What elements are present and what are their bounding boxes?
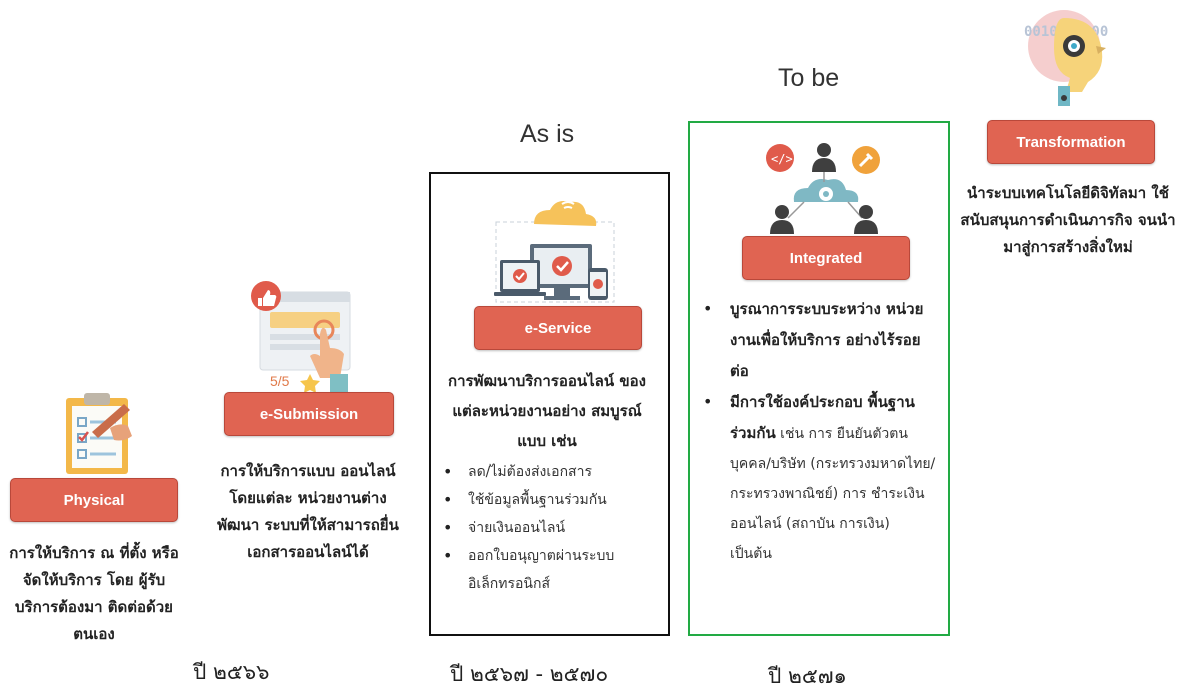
physical-badge: Physical [10, 478, 178, 522]
esubmission-description: การให้บริการแบบ ออนไลน์ โดยแต่ละ หน่วยงา… [217, 462, 399, 561]
eservice-badge: e-Service [474, 306, 642, 350]
integrated-bullet-1-bold: บูรณาการระบบระหว่าง หน่วยงานเพื่อให้บริก… [730, 300, 924, 380]
web-form-thumbs-up-icon: 5/5 [251, 281, 351, 393]
year-2567-2570: ปี ๒๕๖๗ - ๒๕๗๐ [450, 662, 609, 686]
transformation-description: นำระบบเทคโนโลยีดิจิทัลมา ใช้สนับสนุนการด… [960, 184, 1176, 256]
eservice-icon-group [484, 196, 624, 308]
integrated-icon-group: </> [760, 138, 888, 238]
integrated-bullet-2-bold: มีการใช้องค์ประกอบ พื้นฐานร่วมกัน [730, 393, 915, 442]
list-item: ลด/ไม่ต้องส่งเอกสาร [438, 458, 663, 486]
eservice-description: การพัฒนาบริการออนไลน์ ของแต่ละหน่วยงานอย… [448, 372, 646, 450]
cloud-devices-icon [494, 201, 615, 303]
eservice-box [429, 172, 670, 636]
list-item: จ่ายเงินออนไลน์ [438, 514, 663, 542]
list-item: มีการใช้องค์ประกอบ พื้นฐานร่วมกัน เช่น ก… [700, 387, 936, 569]
transformation-icon-group: 0010100 00 [1020, 6, 1116, 110]
esubmission-icon-group: 5/5 [238, 278, 358, 394]
integrated-box [688, 121, 950, 636]
eservice-bullet-list: ลด/ไม่ต้องส่งเอกสาร ใช้ข้อมูลพื้นฐานร่วม… [438, 458, 663, 598]
rating-text: 5/5 [270, 373, 290, 389]
robot-head-binary-icon: 0010100 00 [1024, 10, 1108, 106]
svg-text:</>: </> [771, 152, 793, 166]
year-2571: ปี ๒๕๗๑ [768, 664, 847, 688]
list-item: ออกใบอนุญาตผ่านระบบ อิเล็กทรอนิกส์ [438, 542, 663, 598]
list-item: ใช้ข้อมูลพื้นฐานร่วมกัน [438, 486, 663, 514]
to-be-label: To be [778, 64, 840, 92]
integrated-bullet-list: บูรณาการระบบระหว่าง หน่วยงานเพื่อให้บริก… [700, 294, 936, 569]
integrated-badge: Integrated [742, 236, 910, 280]
transformation-badge: Transformation [987, 120, 1155, 164]
physical-description: การให้บริการ ณ ที่ตั้ง หรือจัดให้บริการ … [9, 544, 179, 643]
clipboard-checklist-icon [66, 393, 132, 474]
as-is-label: As is [520, 120, 575, 148]
list-item: บูรณาการระบบระหว่าง หน่วยงานเพื่อให้บริก… [700, 294, 936, 387]
esubmission-badge: e-Submission [224, 392, 394, 436]
integrated-bullet-2-text: เช่น การ ยืนยันตัวตนบุคคล/บริษัท (กระทรว… [730, 426, 936, 562]
year-2566: ปี ๒๕๖๖ [193, 660, 270, 684]
people-cloud-network-icon: </> [766, 143, 880, 234]
physical-icon-group [52, 388, 142, 478]
